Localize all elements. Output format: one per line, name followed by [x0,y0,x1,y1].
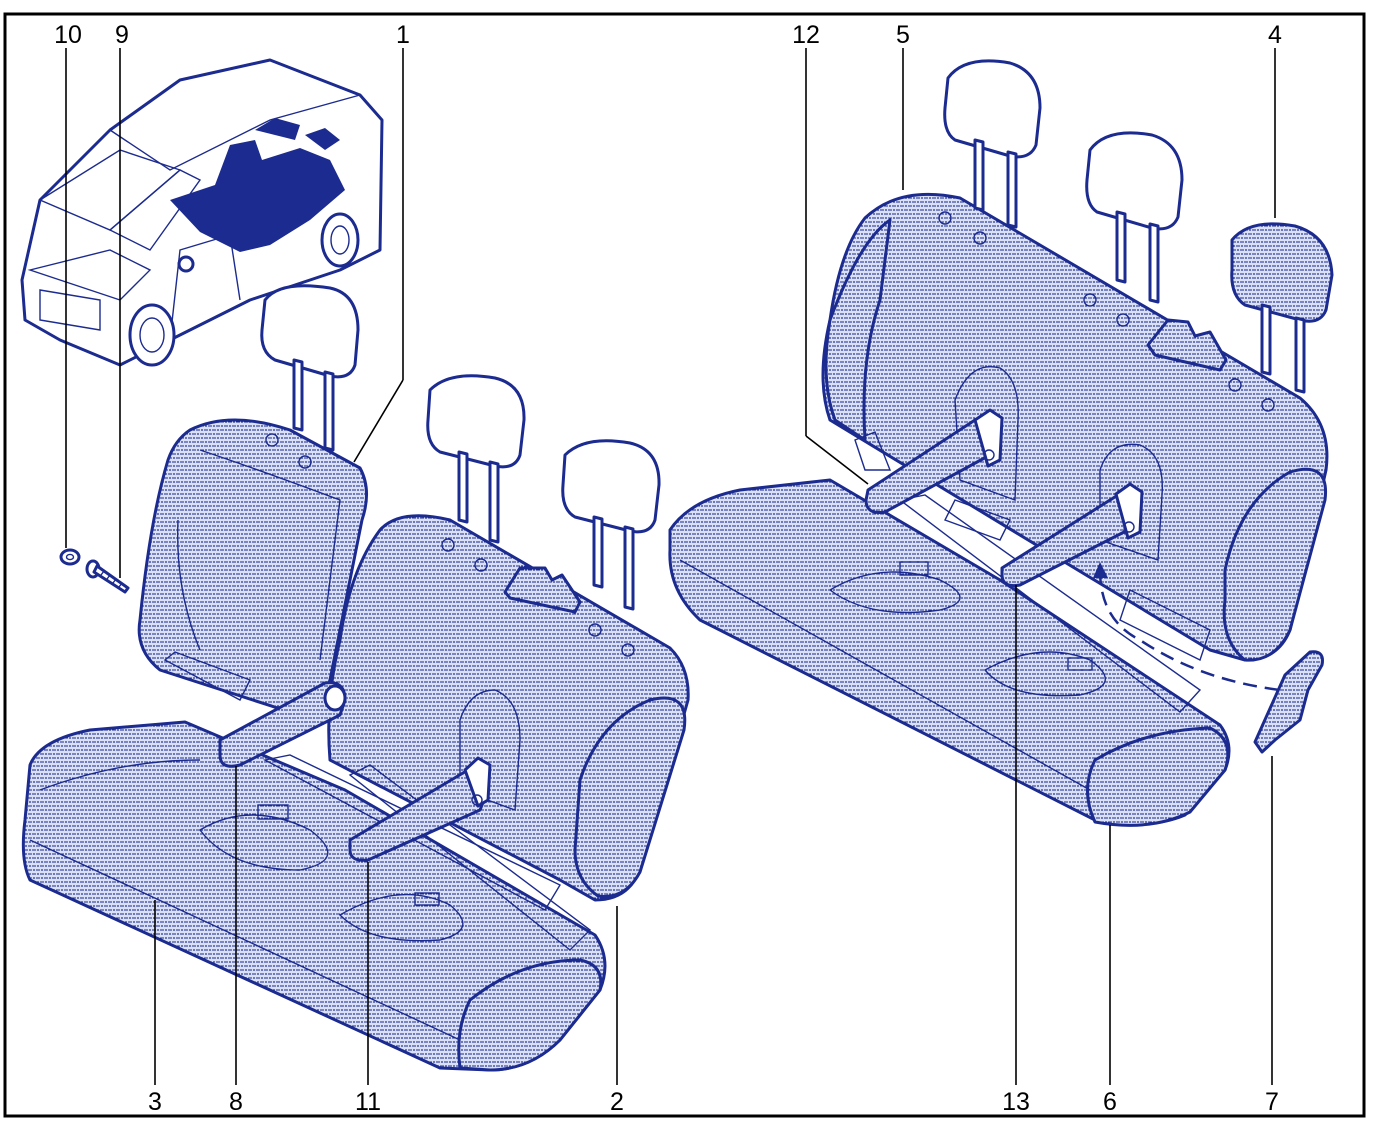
callout-5: 5 [896,21,910,49]
rear-armrest-right [1000,482,1144,587]
double-seat-headrest-left [426,374,526,544]
washer-part [59,548,81,566]
callout-11: 11 [355,1088,381,1116]
assembly-direction-dashed-line [1098,569,1281,692]
double-seat-headrest-right [561,439,661,611]
screw-part [85,559,130,594]
callout-13: 13 [1002,1088,1030,1116]
callout-9: 9 [115,21,129,49]
front-bench-mesh-straps [262,754,592,951]
single-seat-backrest [137,418,368,714]
callout-2: 2 [610,1088,624,1116]
callout-3: 3 [148,1088,162,1116]
leader-lines [65,48,1276,1085]
callout-6: 6 [1103,1088,1117,1116]
seat-side-trim-part [1253,650,1324,754]
assembly-direction-arrow [1093,562,1108,578]
rear-armrest-left [864,408,1004,514]
van-highlighted-seats [170,118,345,252]
rear-headrest-2 [1085,131,1184,304]
rear-headrest-1 [943,59,1042,229]
front-bench-cushion [21,720,607,1072]
single-seat-headrest [260,284,360,452]
callout-1: 1 [396,21,410,49]
callout-10: 10 [54,21,82,49]
front-armrest-right [348,756,492,862]
callout-7: 7 [1265,1088,1279,1116]
front-armrest-left [218,681,347,768]
rear-bench-cushion [668,478,1231,827]
rear-headrest-4 [1230,222,1334,394]
callout-8: 8 [229,1088,243,1116]
diagram-frame [3,12,1366,1118]
callout-labels: 10 9 1 12 5 4 3 8 11 2 13 6 7 [54,21,1282,1116]
callout-12: 12 [792,21,820,49]
rear-bench-backrest [821,192,1329,662]
callout-4: 4 [1268,21,1282,49]
